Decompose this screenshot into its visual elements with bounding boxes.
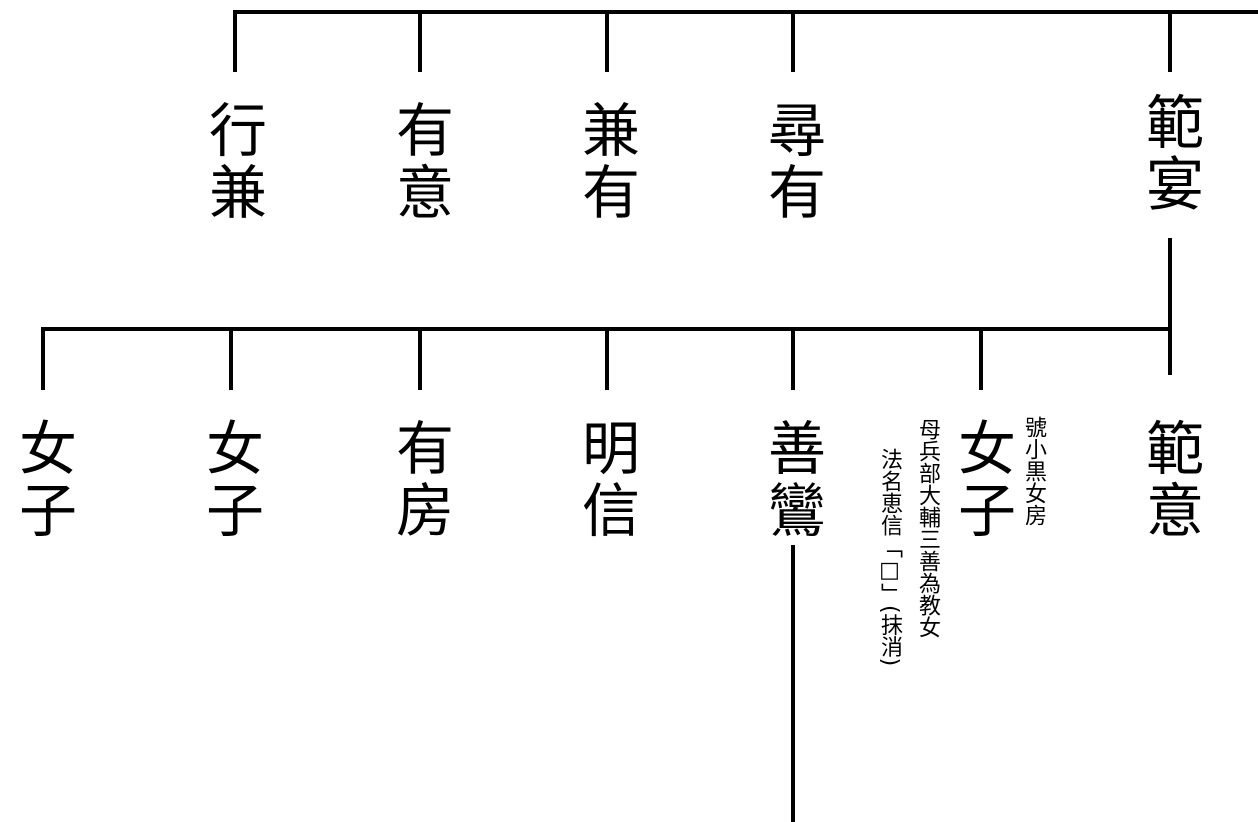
drop-line-daughter-3 — [979, 327, 983, 390]
drop-line-daughter-2 — [229, 327, 233, 390]
top-horizontal-line — [233, 10, 1258, 14]
drop-line-arifusa — [418, 327, 422, 390]
person-daughter-1: 女子 — [9, 418, 77, 542]
person-zenran: 善鸞 — [758, 418, 826, 542]
drop-line-yukikane — [233, 10, 237, 72]
drop-line-arimune — [418, 10, 422, 72]
daughter-3-mother-note: 母兵部大輔三善為教女 — [915, 418, 940, 638]
zenran-descent-line — [791, 545, 795, 822]
daughter-3-dharma-note: 法名恵信「□」(抹消) — [877, 448, 902, 667]
drop-line-norimune — [1168, 327, 1172, 375]
person-daughter-2: 女子 — [196, 418, 264, 542]
drop-line-zenran — [791, 327, 795, 390]
drop-line-kaneari — [605, 10, 609, 72]
person-hiroari: 尋有 — [758, 100, 826, 224]
person-arimune: 有意 — [386, 100, 454, 224]
daughter-3-title-note: 號小黒女房 — [1021, 416, 1046, 526]
drop-line-norimasa — [1168, 10, 1172, 72]
drop-line-myoshin — [605, 327, 609, 390]
person-daughter-3: 女子 — [948, 418, 1016, 542]
person-yukikane: 行兼 — [199, 100, 267, 224]
drop-line-hiroari — [791, 10, 795, 72]
norimasa-descent-line — [1168, 238, 1172, 330]
person-norimasa: 範宴 — [1136, 92, 1204, 216]
drop-line-daughter-1 — [41, 327, 45, 390]
person-myoshin: 明信 — [572, 418, 640, 542]
person-kaneari: 兼有 — [572, 100, 640, 224]
person-arifusa: 有房 — [386, 418, 454, 542]
person-norimune: 範意 — [1136, 418, 1204, 542]
